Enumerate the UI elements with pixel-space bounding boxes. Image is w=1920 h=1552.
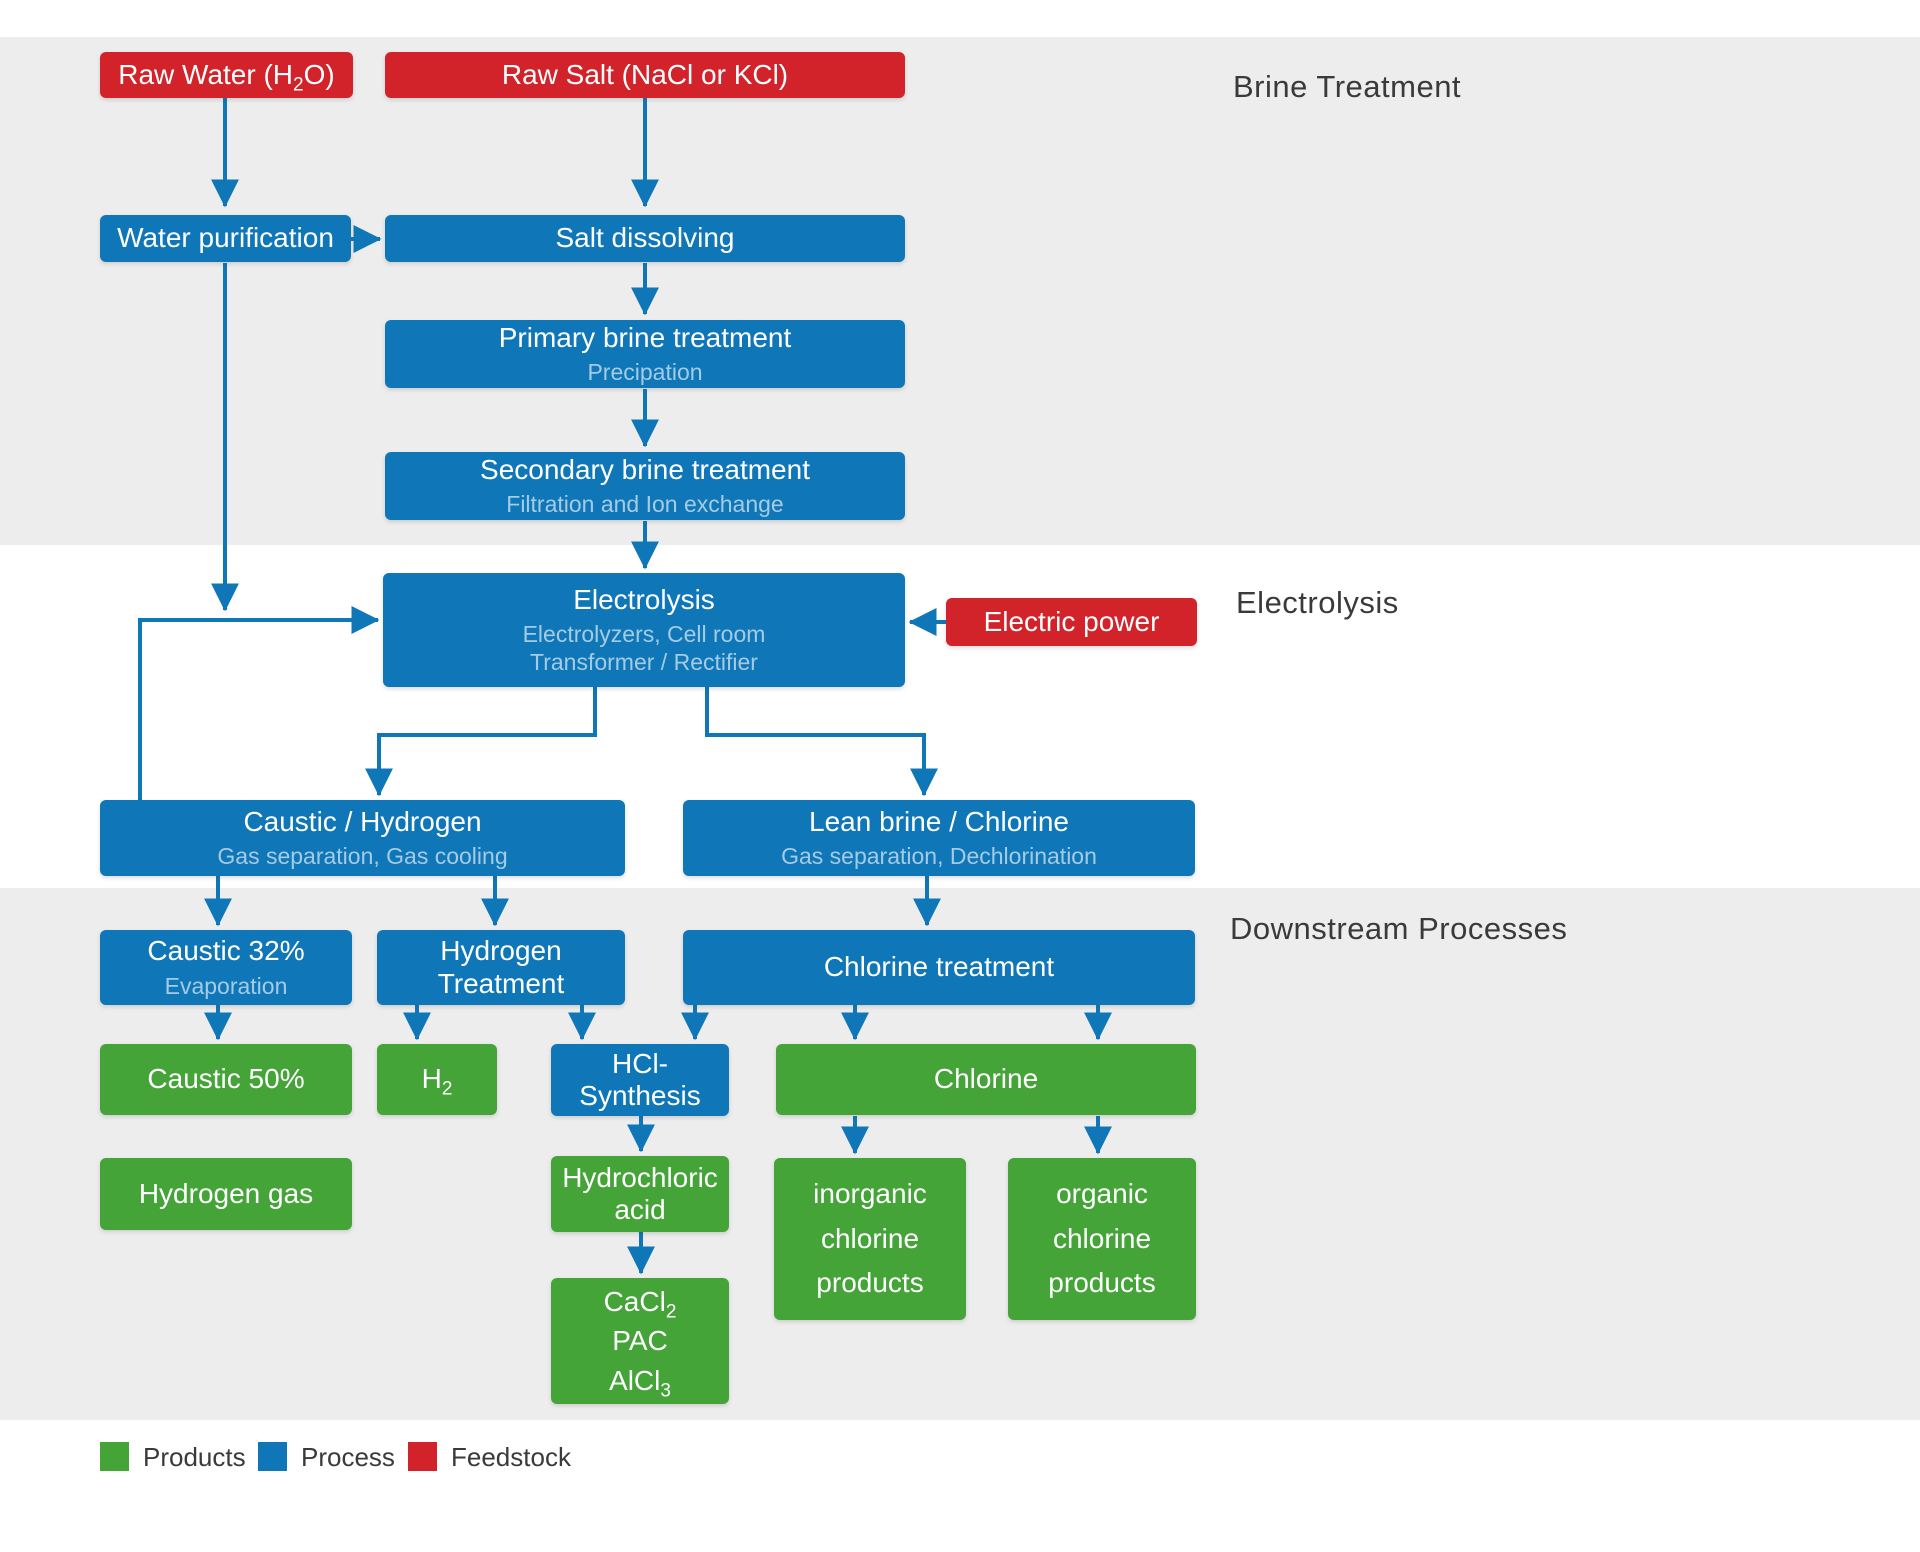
section-label-downstream: Downstream Processes (1230, 911, 1568, 946)
node-water-purification: Water purification (100, 215, 351, 262)
node-hcl-synthesis: HCl- Synthesis (551, 1044, 729, 1116)
node-cacl2-pac-alcl3: CaCl2 PAC AlCl3 (551, 1278, 729, 1404)
node-h2: H2 (377, 1044, 497, 1115)
node-salt-dissolving: Salt dissolving (385, 215, 905, 262)
node-raw-salt: Raw Salt (NaCl or KCl) (385, 52, 905, 98)
section-label-brine-treatment: Brine Treatment (1233, 69, 1462, 104)
node-chlorine: Chlorine (776, 1044, 1196, 1115)
node-secondary-brine-treatment: Secondary brine treatment Filtration and… (385, 452, 905, 520)
node-caustic-32: Caustic 32% Evaporation (100, 930, 352, 1005)
band-brine-treatment (0, 37, 1920, 545)
legend-label-products: Products (143, 1442, 246, 1472)
node-electric-power: Electric power (946, 598, 1197, 646)
node-lean-brine-chlorine: Lean brine / Chlorine Gas separation, De… (683, 800, 1195, 876)
node-hydrogen-gas: Hydrogen gas (100, 1158, 352, 1230)
node-organic-chlorine-products: organic chlorine products (1008, 1158, 1196, 1320)
node-raw-water: Raw Water (H2O) (100, 52, 353, 98)
section-label-electrolysis: Electrolysis (1236, 585, 1399, 620)
node-caustic-hydrogen: Caustic / Hydrogen Gas separation, Gas c… (100, 800, 625, 876)
legend-swatch-products (100, 1442, 129, 1471)
arrow-electrolysis-to-lean-brine (705, 686, 938, 797)
legend-label-feedstock: Feedstock (451, 1442, 571, 1472)
node-hydrochloric-acid: Hydrochloric acid (551, 1156, 729, 1232)
node-inorganic-chlorine-products: inorganic chlorine products (774, 1158, 966, 1320)
node-hydrogen-treatment: Hydrogen Treatment (377, 930, 625, 1005)
node-chlorine-treatment: Chlorine treatment (683, 930, 1195, 1005)
legend-swatch-feedstock (408, 1442, 437, 1471)
node-primary-brine-treatment: Primary brine treatment Precipation (385, 320, 905, 388)
legend-swatch-process (258, 1442, 287, 1471)
node-electrolysis: Electrolysis Electrolyzers, Cell room Tr… (383, 573, 905, 687)
node-caustic-50: Caustic 50% (100, 1044, 352, 1115)
legend-label-process: Process (301, 1442, 395, 1472)
arrow-electrolysis-to-caustic-hydrogen (365, 686, 597, 797)
